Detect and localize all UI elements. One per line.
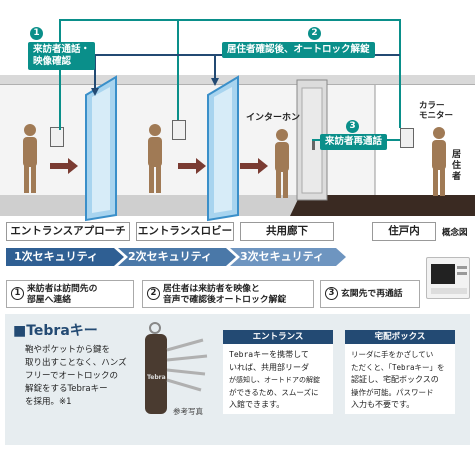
color-monitor-device <box>400 128 414 148</box>
tebra-key-photo <box>145 322 208 414</box>
tebra-key-brand: Tebra <box>147 374 166 381</box>
color-monitor-label: カラー モニター <box>419 101 454 121</box>
callout-2-label: 居住者確認後、オートロック解錠 <box>222 42 375 58</box>
note-1-line2: 部屋へ連絡 <box>27 295 71 305</box>
callout-1-number: 1 <box>30 27 43 40</box>
resident-label: 居住者 <box>452 150 462 182</box>
note-2-line1: 居住者は来訪者を映像と <box>163 284 260 294</box>
photo-caption: 参考写真 <box>173 407 203 416</box>
walk-arrow-3 <box>240 158 268 174</box>
delivery-box-title: 宅配ボックス <box>345 330 455 344</box>
glass-door-1 <box>85 75 117 222</box>
note-2: 2 居住者は来訪者を映像と 音声で確認後オートロック解錠 <box>142 280 314 308</box>
zone-entrance-lobby: エントランスロビー <box>136 222 234 241</box>
concept-label: 概念図 <box>442 228 468 238</box>
security-bands <box>6 248 346 266</box>
intercom-panel-1 <box>50 127 64 147</box>
note-2-line2: 音声で確認後オートロック解錠 <box>163 295 287 305</box>
note-1: 1 来訪者は訪問先の 部屋へ連絡 <box>6 280 134 308</box>
note-1-number: 1 <box>11 287 24 300</box>
glass-door-2 <box>207 75 239 222</box>
callout-3-number: 3 <box>346 120 359 133</box>
zone-common-corridor: 共用廊下 <box>240 222 334 241</box>
tebra-section: ■Tebraキー 鞄やポケットから鍵を 取り出すことなく、ハンズ フリーでオート… <box>5 314 470 445</box>
tebra-title: ■Tebraキー <box>13 323 98 339</box>
walk-arrow-2 <box>178 158 206 174</box>
callout-2-number: 2 <box>308 27 321 40</box>
entrance-box-title: エントランス <box>223 330 333 344</box>
visitor-figure-3 <box>275 129 289 198</box>
security-level-1: 1次セキュリティ <box>14 250 98 263</box>
note-2-number: 2 <box>147 287 160 300</box>
callout-1-label: 来訪者通話・ 映像確認 <box>28 42 96 70</box>
security-level-3: 3次セキュリティ <box>240 250 324 263</box>
security-level-2: 2次セキュリティ <box>128 250 212 263</box>
intercom-label: インターホン <box>246 113 301 123</box>
callout-lines <box>59 19 401 141</box>
walk-arrow-1 <box>50 158 78 174</box>
tebra-description: 鞄やポケットから鍵を 取り出すことなく、ハンズ フリーでオートロックの 解錠をす… <box>25 345 127 407</box>
delivery-box-body: リーダに手をかざしてい ただくと、「Tebraキー」を 認証し、宅配ボックスの … <box>345 344 455 414</box>
zone-entrance-approach: エントランスアプローチ <box>6 222 130 241</box>
visitor-figure-1 <box>23 124 37 193</box>
intercom-panel-2 <box>172 120 186 140</box>
note-3-number: 3 <box>325 287 338 300</box>
monitor-device-photo <box>426 257 470 299</box>
note-1-line1: 来訪者は訪問先の <box>27 284 98 294</box>
zone-residence: 住戸内 <box>372 222 436 241</box>
note-3: 3 玄関先で再通話 <box>320 280 420 308</box>
callout-3-label: 来訪者再通話 <box>320 134 388 150</box>
resident-figure <box>432 127 446 196</box>
visitor-figure-2 <box>148 124 162 193</box>
note-3-line1: 玄関先で再通話 <box>341 289 403 299</box>
entrance-box-body: Tebraキーを携帯して いれば、共用部リーダ が感知し、オートドアの解錠 がで… <box>223 344 333 414</box>
